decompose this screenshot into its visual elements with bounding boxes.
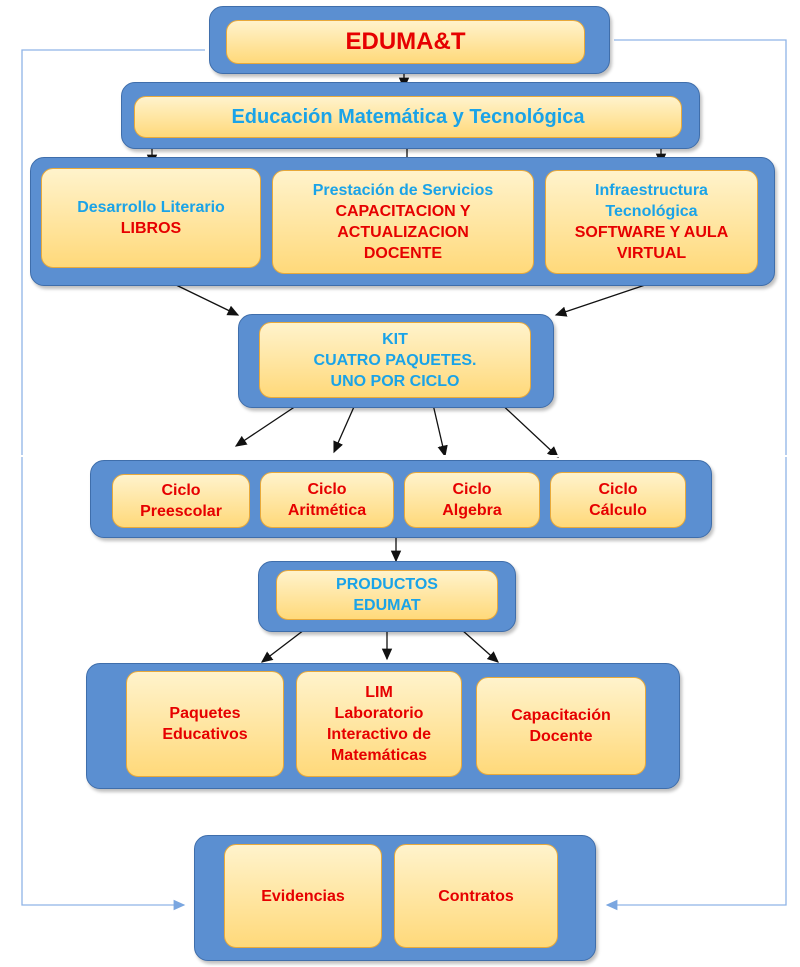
arrow-kit-to-ciclo-3 [431, 399, 448, 458]
item-lim-line-1: LIM [365, 684, 393, 701]
branch-servicios: Prestación de Servicios CAPACITACION Y A… [272, 170, 534, 274]
ciclo-preescolar: Ciclo Preescolar [112, 474, 250, 528]
ciclo-calculo-line-2: Cálculo [589, 502, 647, 519]
branch-infra-title-1: Infraestructura [595, 182, 708, 199]
branch-servicios-detail-2: ACTUALIZACION [337, 224, 469, 241]
result-contratos-label: Contratos [438, 887, 514, 905]
ciclo-preescolar-line-1: Ciclo [161, 482, 201, 499]
productos-line-1: PRODUCTOS [336, 576, 438, 593]
arrow-productos-to-capacitacion [461, 629, 499, 663]
title-box: EDUMA&T [226, 20, 585, 64]
ciclo-aritmetica-line-2: Aritmética [287, 502, 367, 519]
subtitle-text: Educación Matemática y Tecnológica [231, 105, 585, 128]
branch-literario-title: Desarrollo Literario [77, 199, 225, 216]
branch-infra-detail-2: VIRTUAL [616, 245, 687, 262]
arrow-kit-to-ciclo-2 [333, 399, 358, 454]
item-capacitacion-line-1: Capacitación [511, 707, 611, 724]
title-text: EDUMA&T [345, 28, 466, 55]
item-lim: LIM Laboratorio Interactivo de Matemátic… [296, 671, 462, 777]
item-paquetes-line-1: Paquetes [169, 705, 241, 722]
productos-box: PRODUCTOS EDUMAT [276, 570, 498, 620]
branch-infra-detail-1: SOFTWARE Y AULA [574, 224, 729, 241]
image-seam [0, 455, 800, 457]
ciclo-preescolar-line-2: Preescolar [140, 503, 222, 520]
item-capacitacion-line-2: Docente [529, 728, 593, 745]
ciclo-calculo-line-1: Ciclo [598, 481, 638, 498]
ciclo-aritmetica-line-1: Ciclo [307, 481, 347, 498]
ciclo-aritmetica: Ciclo Aritmética [260, 472, 394, 528]
branch-servicios-detail-3: DOCENTE [363, 245, 443, 262]
ciclo-algebra: Ciclo Algebra [404, 472, 540, 528]
subtitle-box: Educación Matemática y Tecnológica [134, 96, 682, 138]
item-lim-line-3: Interactivo de [326, 726, 432, 743]
branch-servicios-title: Prestación de Servicios [312, 182, 494, 199]
ciclo-algebra-line-2: Algebra [442, 502, 502, 519]
loop-connector-left [21, 49, 205, 911]
loop-connector-right [605, 39, 787, 911]
ciclo-calculo: Ciclo Cálculo [550, 472, 686, 528]
item-paquetes: Paquetes Educativos [126, 671, 284, 777]
arrow-productos-to-paquetes [260, 629, 305, 663]
item-lim-line-4: Matemáticas [330, 747, 428, 764]
arrow-branches-to-kit-right [554, 283, 649, 317]
kit-box: KIT CUATRO PAQUETES. UNO POR CICLO [259, 322, 531, 398]
branch-servicios-detail-1: CAPACITACION Y [335, 203, 471, 220]
branch-infra: Infraestructura Tecnológica SOFTWARE Y A… [545, 170, 758, 274]
arrow-branches-to-kit-left [173, 283, 240, 316]
branch-infra-title-2: Tecnológica [605, 203, 698, 220]
kit-line-2: CUATRO PAQUETES. [313, 351, 477, 369]
productos-line-2: EDUMAT [353, 597, 421, 614]
ciclo-algebra-line-1: Ciclo [452, 481, 492, 498]
result-evidencias-label: Evidencias [261, 887, 345, 905]
kit-line-1: KIT [382, 330, 408, 348]
arrow-kit-to-ciclo-4 [496, 399, 559, 458]
branch-literario-detail: LIBROS [120, 220, 182, 237]
kit-line-3: UNO POR CICLO [330, 372, 460, 390]
result-evidencias: Evidencias [224, 844, 382, 948]
branch-literario: Desarrollo Literario LIBROS [41, 168, 261, 268]
item-paquetes-line-2: Educativos [162, 726, 248, 743]
item-lim-line-2: Laboratorio [334, 705, 424, 722]
item-capacitacion: Capacitación Docente [476, 677, 646, 775]
result-contratos: Contratos [394, 844, 558, 948]
